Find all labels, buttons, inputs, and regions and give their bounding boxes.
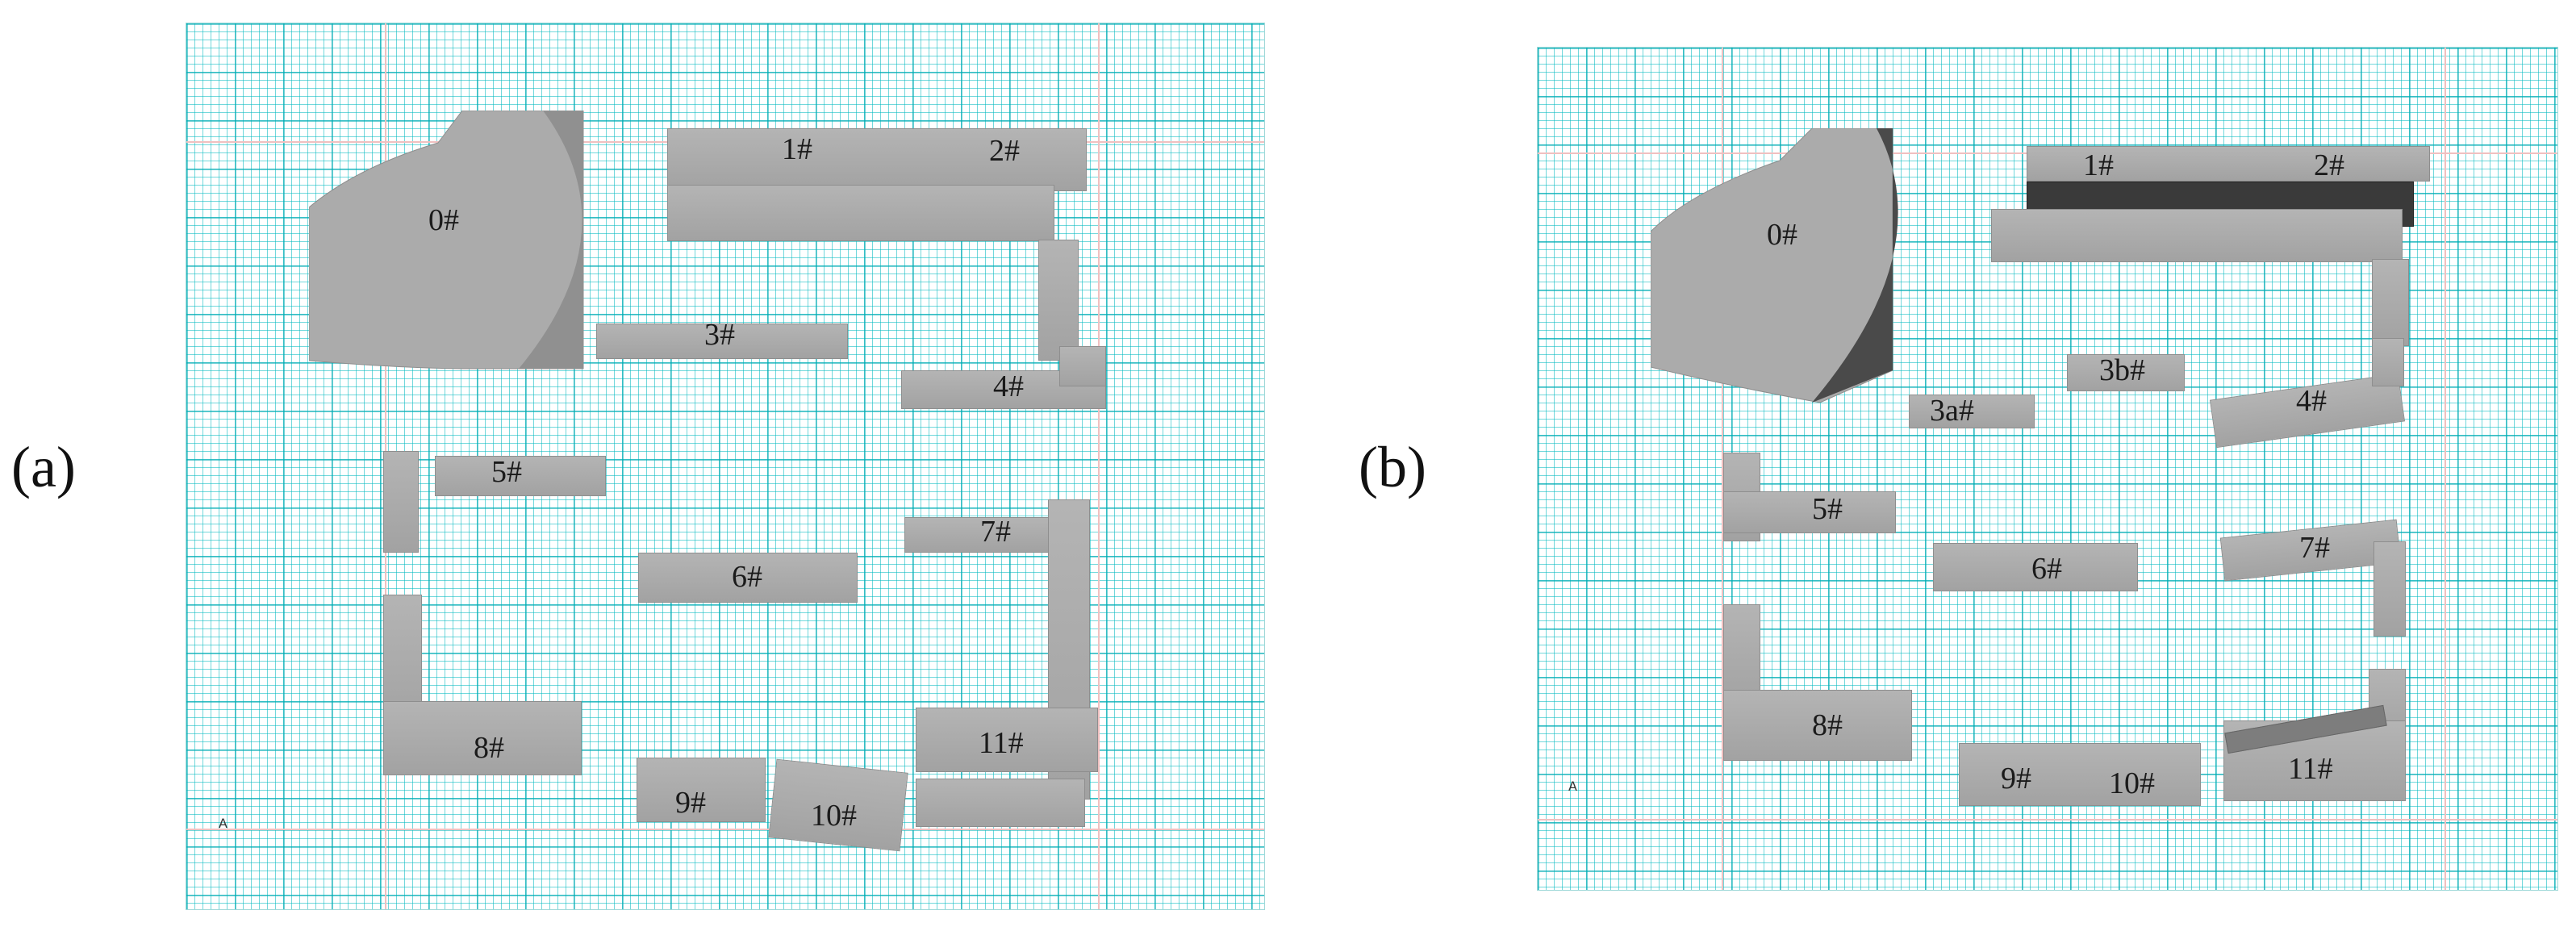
building-4-wing xyxy=(2372,338,2404,386)
building-9-10 xyxy=(1959,743,2201,806)
building-9 xyxy=(637,758,766,822)
building-5-stub xyxy=(383,451,419,553)
building-1-2-base xyxy=(1991,209,2403,262)
building-6 xyxy=(638,553,858,603)
building-3a xyxy=(1909,395,2035,428)
label-3b: 3b# xyxy=(2099,353,2145,387)
label-7: 7# xyxy=(2299,531,2330,565)
building-0 xyxy=(309,111,584,370)
label-9: 9# xyxy=(2001,762,2031,795)
label-4: 4# xyxy=(2296,384,2327,418)
label-2: 2# xyxy=(989,134,1020,168)
building-5-wing xyxy=(1723,491,1896,533)
building-1-2-wing xyxy=(2372,259,2409,346)
label-2: 2# xyxy=(2314,148,2344,182)
site-plan-a: 0# 1# 2# 3# 4# 5# 6# 7# 8# 9# 10# 11# A xyxy=(186,23,1265,910)
label-5: 5# xyxy=(1812,492,1843,526)
building-11 xyxy=(916,708,1098,772)
origin-marker-b: A xyxy=(1568,779,1577,794)
building-3b xyxy=(2067,354,2185,391)
building-1-2-base xyxy=(667,185,1054,241)
label-0: 0# xyxy=(428,203,459,237)
label-11: 11# xyxy=(2288,752,2333,786)
panel-b-tag: (b) xyxy=(1359,435,1426,499)
building-11-base xyxy=(916,779,1085,827)
building-8 xyxy=(383,701,582,775)
building-1-2 xyxy=(667,128,1087,191)
building-4-wing xyxy=(1059,346,1106,386)
building-0 xyxy=(1651,128,1898,403)
building-1-2 xyxy=(2027,146,2430,182)
label-5: 5# xyxy=(491,455,522,489)
label-8: 8# xyxy=(474,731,504,765)
label-0: 0# xyxy=(1767,218,1797,252)
origin-marker-a: A xyxy=(219,816,228,831)
label-1: 1# xyxy=(782,132,812,166)
panel-a-tag: (a) xyxy=(11,435,76,499)
label-11: 11# xyxy=(979,726,1024,760)
label-4: 4# xyxy=(993,370,1024,403)
building-6 xyxy=(1933,543,2138,591)
label-3a: 3a# xyxy=(1930,394,1974,428)
site-plan-b: 0# 1# 2# 3a# 3b# 4# 5# 6# 7# 8# 9# 10# 1… xyxy=(1537,47,2558,891)
label-9: 9# xyxy=(675,786,706,820)
label-7: 7# xyxy=(980,515,1011,549)
label-6: 6# xyxy=(732,560,762,594)
building-1-2-wing xyxy=(1038,240,1079,361)
label-3: 3# xyxy=(704,318,735,352)
label-6: 6# xyxy=(2031,552,2062,586)
building-3 xyxy=(596,324,848,359)
building-5 xyxy=(435,456,606,496)
building-8 xyxy=(1723,690,1912,761)
label-10: 10# xyxy=(2109,766,2155,800)
label-10: 10# xyxy=(811,799,857,833)
building-7-wing xyxy=(2374,541,2406,637)
label-8: 8# xyxy=(1812,708,1843,742)
label-1: 1# xyxy=(2083,148,2114,182)
